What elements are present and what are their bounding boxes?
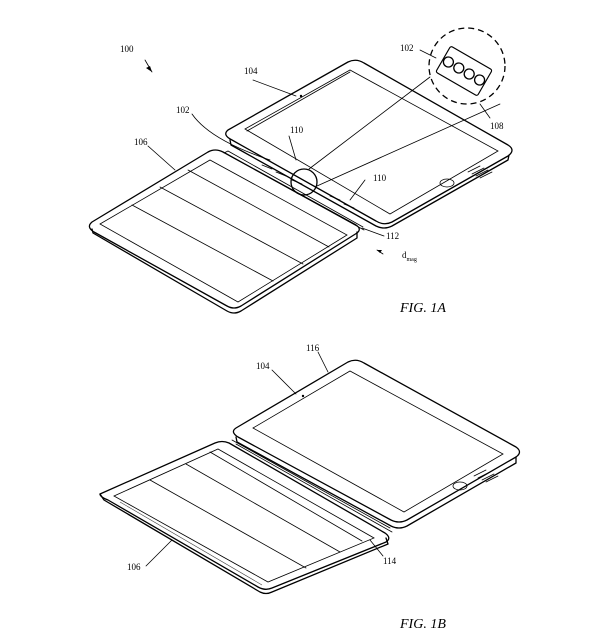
label-dmag-sub: mag (407, 257, 417, 263)
leader-lines-1b (145, 351, 384, 567)
figure-1a: 100 104 106 102 102 108 110 110 112 dmag… (88, 27, 513, 316)
camera-dot-1b (301, 394, 305, 398)
magnet-strip (435, 46, 493, 96)
label-dmag-main: d (402, 250, 407, 260)
arrow-head-100 (146, 66, 152, 72)
label-110-lower: 110 (373, 173, 387, 183)
magnet-region-circle (290, 168, 318, 196)
label-dmag: dmag (402, 250, 417, 263)
caption-fig-1b: FIG. 1B (399, 617, 446, 632)
label-102-left: 102 (176, 105, 190, 115)
detail-circle-108 (308, 27, 506, 187)
label-100: 100 (120, 44, 134, 54)
label-114: 114 (383, 556, 397, 566)
figure-1b: 104 116 106 114 FIG. 1B (99, 343, 521, 632)
tablet-device-1a (225, 59, 513, 229)
smart-cover-1b (99, 439, 393, 595)
label-102-detail: 102 (400, 43, 414, 53)
label-104-1b: 104 (256, 361, 270, 371)
magnet-array-1a (261, 164, 355, 209)
label-108: 108 (490, 121, 504, 131)
label-112: 112 (386, 231, 399, 241)
home-button-1b (452, 481, 468, 491)
tablet-device-1b (232, 359, 521, 529)
label-104-1a: 104 (244, 66, 258, 76)
smart-cover-1a (88, 149, 365, 314)
label-106-1b: 106 (127, 562, 141, 572)
home-button-1a (439, 178, 455, 188)
label-110-upper: 110 (290, 125, 304, 135)
label-106-1a: 106 (134, 137, 148, 147)
caption-fig-1a: FIG. 1A (399, 301, 446, 316)
leader-lines-1a (144, 49, 491, 255)
camera-dot-1a (299, 94, 303, 98)
label-116: 116 (306, 343, 320, 353)
